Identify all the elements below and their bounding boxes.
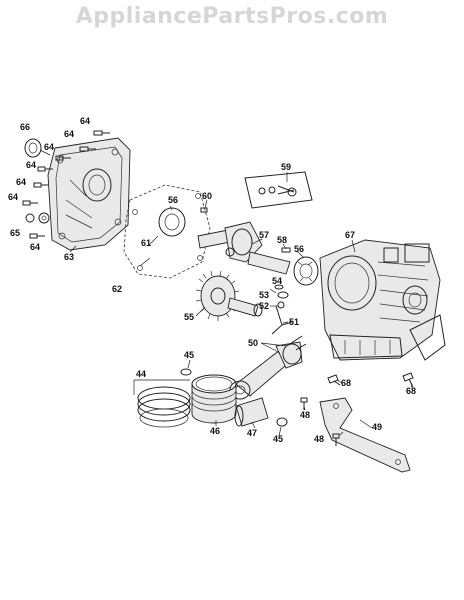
main-bearing-right[interactable]: [293, 256, 319, 286]
callout-67[interactable]: 67: [345, 230, 355, 240]
callout-64-e[interactable]: 64: [16, 177, 26, 187]
piston-rings[interactable]: [137, 386, 191, 428]
callout-57[interactable]: 57: [259, 230, 269, 240]
callout-53[interactable]: 53: [259, 290, 269, 300]
callout-45-top[interactable]: 45: [184, 350, 194, 360]
callout-56-right[interactable]: 56: [294, 244, 304, 254]
callout-64-c[interactable]: 64: [44, 142, 54, 152]
callout-64-d[interactable]: 64: [26, 160, 36, 170]
callout-60[interactable]: 60: [202, 191, 212, 201]
connecting-rod[interactable]: [229, 335, 307, 400]
piston-pin-clip-bottom[interactable]: [276, 417, 288, 427]
callout-48-lower[interactable]: 48: [314, 434, 324, 444]
piston[interactable]: [191, 374, 237, 424]
callout-56-left[interactable]: 56: [168, 195, 178, 205]
callout-55[interactable]: 55: [184, 312, 194, 322]
callout-68-left[interactable]: 68: [341, 378, 351, 388]
callout-64-a[interactable]: 64: [80, 116, 90, 126]
oil-seal-ring[interactable]: [158, 207, 186, 237]
callout-48-upper[interactable]: 48: [300, 410, 310, 420]
callout-52[interactable]: 52: [259, 301, 269, 311]
mounting-bracket[interactable]: [319, 397, 411, 473]
callout-64-f[interactable]: 64: [8, 192, 18, 202]
watermark-text: AppliancePartsPros.com: [75, 4, 389, 29]
callout-61[interactable]: 61: [141, 238, 151, 248]
callout-64-g[interactable]: 64: [30, 242, 40, 252]
crankcase-cover[interactable]: [47, 137, 131, 251]
callout-59[interactable]: 59: [281, 162, 291, 172]
callout-63[interactable]: 63: [64, 252, 74, 262]
governor-assembly[interactable]: [244, 171, 313, 209]
callout-68-right[interactable]: 68: [406, 386, 416, 396]
callout-66[interactable]: 66: [20, 122, 30, 132]
callout-45-bottom[interactable]: 45: [273, 434, 283, 444]
callout-51[interactable]: 51: [289, 317, 299, 327]
bracket-bolt-upper[interactable]: [300, 397, 308, 410]
callout-58[interactable]: 58: [277, 235, 287, 245]
callout-62[interactable]: 62: [112, 284, 122, 294]
callout-65[interactable]: 65: [10, 228, 20, 238]
callout-54[interactable]: 54: [272, 276, 282, 286]
cover-bolts[interactable]: [22, 130, 110, 239]
small-washers[interactable]: [274, 284, 289, 309]
crankshaft[interactable]: [197, 221, 291, 275]
drain-plug-washer[interactable]: [25, 212, 50, 224]
governor-shaft[interactable]: [271, 305, 293, 335]
callout-50[interactable]: 50: [248, 338, 258, 348]
dowel-pin[interactable]: [200, 207, 208, 213]
callout-64-b[interactable]: 64: [64, 129, 74, 139]
camshaft-gear[interactable]: [195, 270, 263, 321]
callout-44[interactable]: 44: [136, 369, 146, 379]
callout-49[interactable]: 49: [372, 422, 382, 432]
piston-pin[interactable]: [234, 397, 269, 427]
crankcase-gasket[interactable]: [123, 184, 211, 279]
oil-seal[interactable]: [24, 138, 42, 158]
piston-pin-clip-top[interactable]: [180, 368, 192, 376]
callout-46[interactable]: 46: [210, 426, 220, 436]
bracket-bolt-lower[interactable]: [332, 433, 340, 446]
callout-47[interactable]: 47: [247, 428, 257, 438]
cylinder-block[interactable]: [319, 239, 446, 361]
woodruff-key[interactable]: [281, 247, 291, 253]
